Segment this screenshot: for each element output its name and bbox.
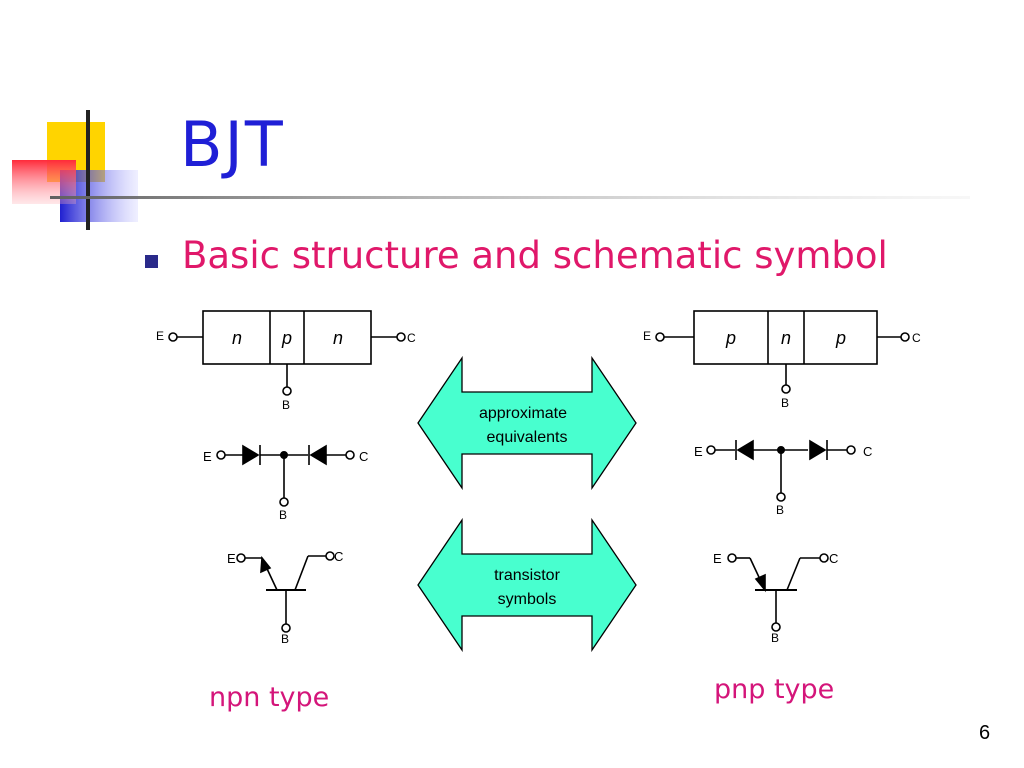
bullet-text: Basic structure and schematic symbol bbox=[182, 234, 888, 277]
npn-base-label: B bbox=[282, 398, 290, 412]
npn-symbol-emitter-terminal bbox=[236, 553, 246, 563]
pnp-symbol-collector-terminal bbox=[819, 553, 829, 563]
pnp-region-3-label: p bbox=[835, 328, 846, 348]
npn-region-3-label: n bbox=[333, 328, 343, 348]
pnp-symbol-emitter-terminal bbox=[727, 553, 737, 563]
npn-base-terminal bbox=[282, 386, 292, 396]
pnp-base-label: B bbox=[781, 396, 789, 410]
upper-arrow-line-1: approximate bbox=[479, 405, 567, 422]
deco-vertical-line bbox=[86, 110, 90, 230]
lower-arrow-line-1: transistor bbox=[494, 567, 560, 584]
pnp-diode-equivalent bbox=[706, 439, 856, 502]
pnp-type-label: pnp type bbox=[714, 674, 835, 705]
npn-symbol-base-label: B bbox=[281, 632, 289, 646]
pnp-collector-label: C bbox=[912, 331, 921, 345]
npn-diode-collector-label: C bbox=[359, 449, 368, 464]
pnp-emitter-label: E bbox=[643, 329, 651, 343]
pnp-base-terminal bbox=[781, 384, 791, 394]
pnp-symbol-emitter-label: E bbox=[713, 551, 722, 566]
npn-diode-base-terminal bbox=[279, 497, 289, 507]
slide-title: BJT bbox=[180, 108, 285, 181]
pnp-collector-terminal bbox=[900, 332, 910, 342]
npn-type-label: npn type bbox=[209, 682, 330, 713]
npn-diode-emitter-label: E bbox=[203, 449, 212, 464]
title-underline bbox=[50, 196, 970, 199]
pnp-diode-collector-terminal bbox=[846, 445, 856, 455]
bullet-square-icon bbox=[145, 255, 158, 268]
npn-region-1-label: n bbox=[232, 328, 242, 348]
transistor-symbols-arrow bbox=[417, 517, 637, 653]
npn-collector-label: C bbox=[407, 331, 416, 345]
npn-transistor-symbol bbox=[236, 551, 335, 633]
pnp-symbol-collector-label: C bbox=[829, 551, 838, 566]
pnp-diode-base-terminal bbox=[776, 492, 786, 502]
pnp-diode-1-icon bbox=[736, 439, 754, 461]
npn-diode-collector-terminal bbox=[345, 450, 355, 460]
npn-diode-2-icon bbox=[309, 444, 327, 466]
npn-diode-equivalent bbox=[216, 444, 355, 507]
npn-emitter-terminal bbox=[168, 332, 178, 342]
npn-symbol-collector-label: C bbox=[334, 549, 343, 564]
pnp-transistor-symbol bbox=[727, 553, 829, 632]
npn-symbol-collector-terminal bbox=[325, 551, 335, 561]
pnp-region-2-label: n bbox=[781, 328, 791, 348]
pnp-diode-collector-label: C bbox=[863, 444, 872, 459]
npn-structure bbox=[168, 310, 406, 396]
npn-diode-base-label: B bbox=[279, 508, 287, 522]
pnp-diode-emitter-terminal bbox=[706, 445, 716, 455]
pnp-emitter-terminal bbox=[655, 332, 665, 342]
lower-arrow-line-2: symbols bbox=[498, 591, 557, 608]
decorative-corner-graphic bbox=[12, 110, 970, 230]
pnp-emitter-arrow-icon bbox=[754, 573, 766, 593]
upper-arrow-line-2: equivalents bbox=[487, 429, 568, 446]
pnp-symbol-base-label: B bbox=[771, 631, 779, 645]
npn-emitter-arrow-icon bbox=[260, 555, 272, 574]
pnp-diode-2-icon bbox=[809, 439, 827, 461]
npn-region-2-label: p bbox=[281, 328, 292, 348]
approximate-equivalents-arrow bbox=[417, 355, 637, 491]
pnp-structure bbox=[655, 310, 910, 394]
npn-symbol-base-terminal bbox=[281, 623, 291, 633]
pnp-diode-emitter-label: E bbox=[694, 444, 703, 459]
pnp-diode-base-label: B bbox=[776, 503, 784, 517]
page-number: 6 bbox=[979, 722, 991, 744]
npn-diode-emitter-terminal bbox=[216, 450, 226, 460]
npn-collector-terminal bbox=[396, 332, 406, 342]
npn-symbol-emitter-label: E bbox=[227, 551, 236, 566]
npn-diode-1-icon bbox=[242, 444, 260, 466]
npn-emitter-label: E bbox=[156, 329, 164, 343]
pnp-symbol-base-terminal bbox=[771, 622, 781, 632]
pnp-region-1-label: p bbox=[725, 328, 736, 348]
